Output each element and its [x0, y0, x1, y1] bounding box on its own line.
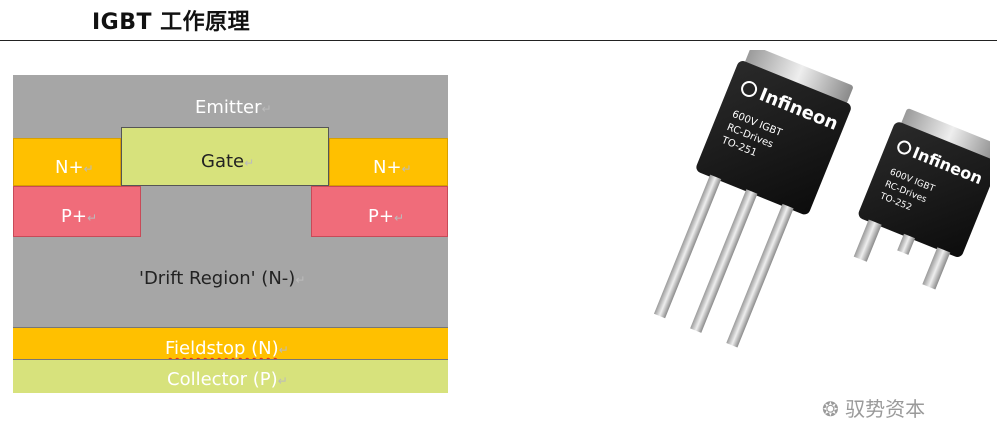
gate-region	[121, 127, 329, 186]
igbt-package-photo: Infineon 600V IGBT RC-Drives TO-251 Infi…	[600, 45, 997, 380]
to252-package: Infineon 600V IGBT RC-Drives TO-252	[853, 108, 997, 290]
title-divider	[0, 40, 997, 41]
infineon-logo-icon	[741, 80, 758, 97]
to251-tab	[745, 45, 853, 104]
to251-package: Infineon 600V IGBT RC-Drives TO-251	[653, 45, 853, 348]
n-plus-right-label: N+↵	[373, 157, 412, 178]
infineon-logo-small-icon	[897, 140, 912, 155]
collector-label: Collector (P)↵	[167, 369, 288, 390]
p-plus-right-region	[311, 186, 448, 237]
emitter-label: Emitter↵	[195, 97, 272, 118]
to252-lead-3	[922, 247, 951, 290]
p-plus-left-label: P+↵	[61, 206, 97, 227]
page-title: IGBT 工作原理	[92, 10, 251, 35]
wechat-icon: ❂	[822, 397, 839, 421]
watermark-text: 驭势资本	[845, 397, 926, 421]
package-illustration: Infineon 600V IGBT RC-Drives TO-251 Infi…	[653, 45, 997, 348]
to252-tab	[901, 108, 997, 162]
drift-region-label: 'Drift Region' (N-)↵	[139, 268, 306, 289]
fieldstop-label: Fieldstop (N)↵	[165, 338, 289, 359]
n-plus-right-region	[329, 138, 448, 186]
to251-lead-1	[653, 174, 722, 319]
igbt-cross-section: Emitter↵ N+↵ N+↵ Gate↵ P+↵ P+↵ 'Drift Re…	[13, 75, 448, 393]
p-plus-right-label: P+↵	[368, 206, 404, 227]
gate-label: Gate↵	[201, 151, 255, 172]
to252-lead-1	[853, 219, 882, 262]
to251-body	[696, 61, 851, 215]
n-plus-left-label: N+↵	[55, 157, 94, 178]
fieldstop-layer	[13, 327, 448, 359]
collector-layer	[13, 359, 448, 393]
p-plus-left-region	[13, 186, 141, 237]
watermark: ❂ 驭势资本	[822, 393, 925, 422]
to252-body	[858, 122, 997, 257]
to252-lead-2	[897, 233, 916, 255]
to251-lead-3	[726, 203, 794, 348]
n-plus-left-region	[13, 138, 121, 186]
to251-lead-2	[690, 189, 758, 333]
